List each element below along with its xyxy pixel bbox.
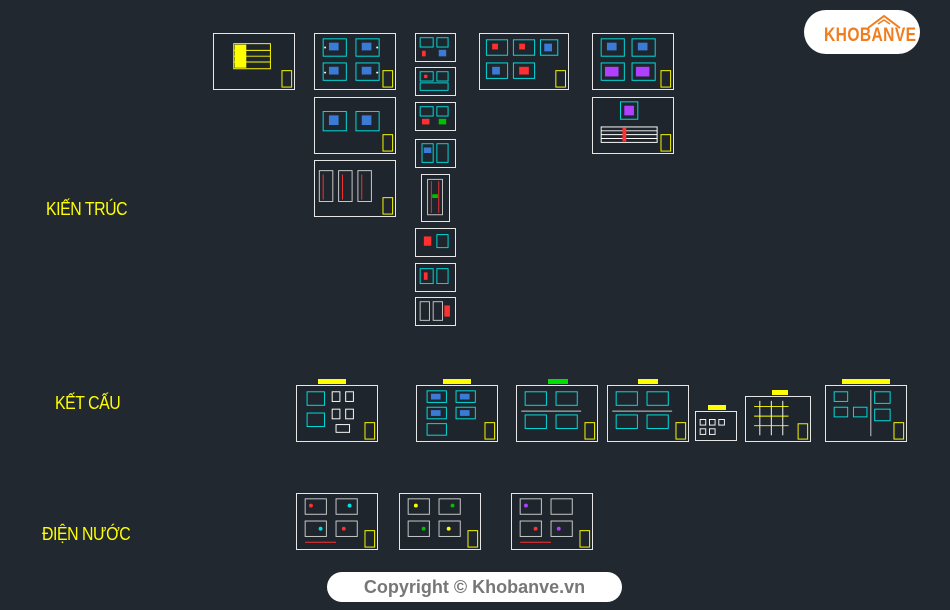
drawing-sheet-water-supply[interactable] [399, 493, 481, 550]
drawing-sheet-slab-layout[interactable] [607, 385, 689, 442]
drawing-sheet-detail-7[interactable] [415, 297, 456, 326]
drawing-sheet-cover[interactable] [213, 33, 295, 90]
drawing-sheet-electrical-plans[interactable] [296, 493, 378, 550]
drawing-sheet-detail-1[interactable] [415, 33, 456, 62]
sheet-title-bar [548, 379, 568, 384]
group-label-architecture: KIẾN TRÚC [46, 199, 128, 219]
sheet-title-bar [638, 379, 658, 384]
house-roof-icon [867, 14, 901, 29]
drawing-sheet-ceiling-plans[interactable] [592, 33, 674, 90]
logo-text: KHOBANVE [824, 25, 917, 46]
drawing-sheet-section[interactable] [421, 174, 450, 222]
copyright-watermark: Copyright © Khobanve.vn [327, 572, 622, 602]
sheet-title-bar [772, 390, 788, 395]
drawing-sheet-finish-schedule[interactable] [592, 97, 674, 154]
drawing-sheet-detail-4[interactable] [415, 139, 456, 168]
drawing-sheet-detail-5[interactable] [415, 228, 456, 257]
drawing-sheet-detail-6[interactable] [415, 263, 456, 292]
drawing-sheet-column-layout[interactable] [416, 385, 498, 442]
drawing-sheet-beam-layout[interactable] [516, 385, 598, 442]
drawing-sheet-detail-3[interactable] [415, 102, 456, 131]
drawing-sheet-foundation-details[interactable] [296, 385, 378, 442]
copyright-text: Copyright © Khobanve.vn [363, 577, 586, 597]
drawing-sheet-beam-details[interactable] [745, 396, 811, 442]
drawing-sheet-floor-plans[interactable] [314, 33, 396, 90]
sheet-title-bar [708, 405, 726, 410]
sheet-title-bar [842, 379, 890, 384]
drawing-sheet-detail-2[interactable] [415, 67, 456, 96]
drawing-sheet-roof-plans[interactable] [314, 97, 396, 154]
group-label-structure: KẾT CẤU [55, 393, 121, 413]
sheet-title-bar [318, 379, 346, 384]
sheet-title-bar [443, 379, 471, 384]
group-label-mep: ĐIỆN NƯỚC [42, 524, 131, 544]
drawing-sheet-elevations[interactable] [314, 160, 396, 217]
drawing-sheet-drainage[interactable] [511, 493, 593, 550]
drawing-sheet-furniture-plans[interactable] [479, 33, 569, 90]
drawing-sheet-rebar-details[interactable] [825, 385, 907, 442]
khobanve-logo[interactable]: KHOBANVE [804, 10, 920, 54]
drawing-sheet-column-details[interactable] [695, 411, 737, 441]
